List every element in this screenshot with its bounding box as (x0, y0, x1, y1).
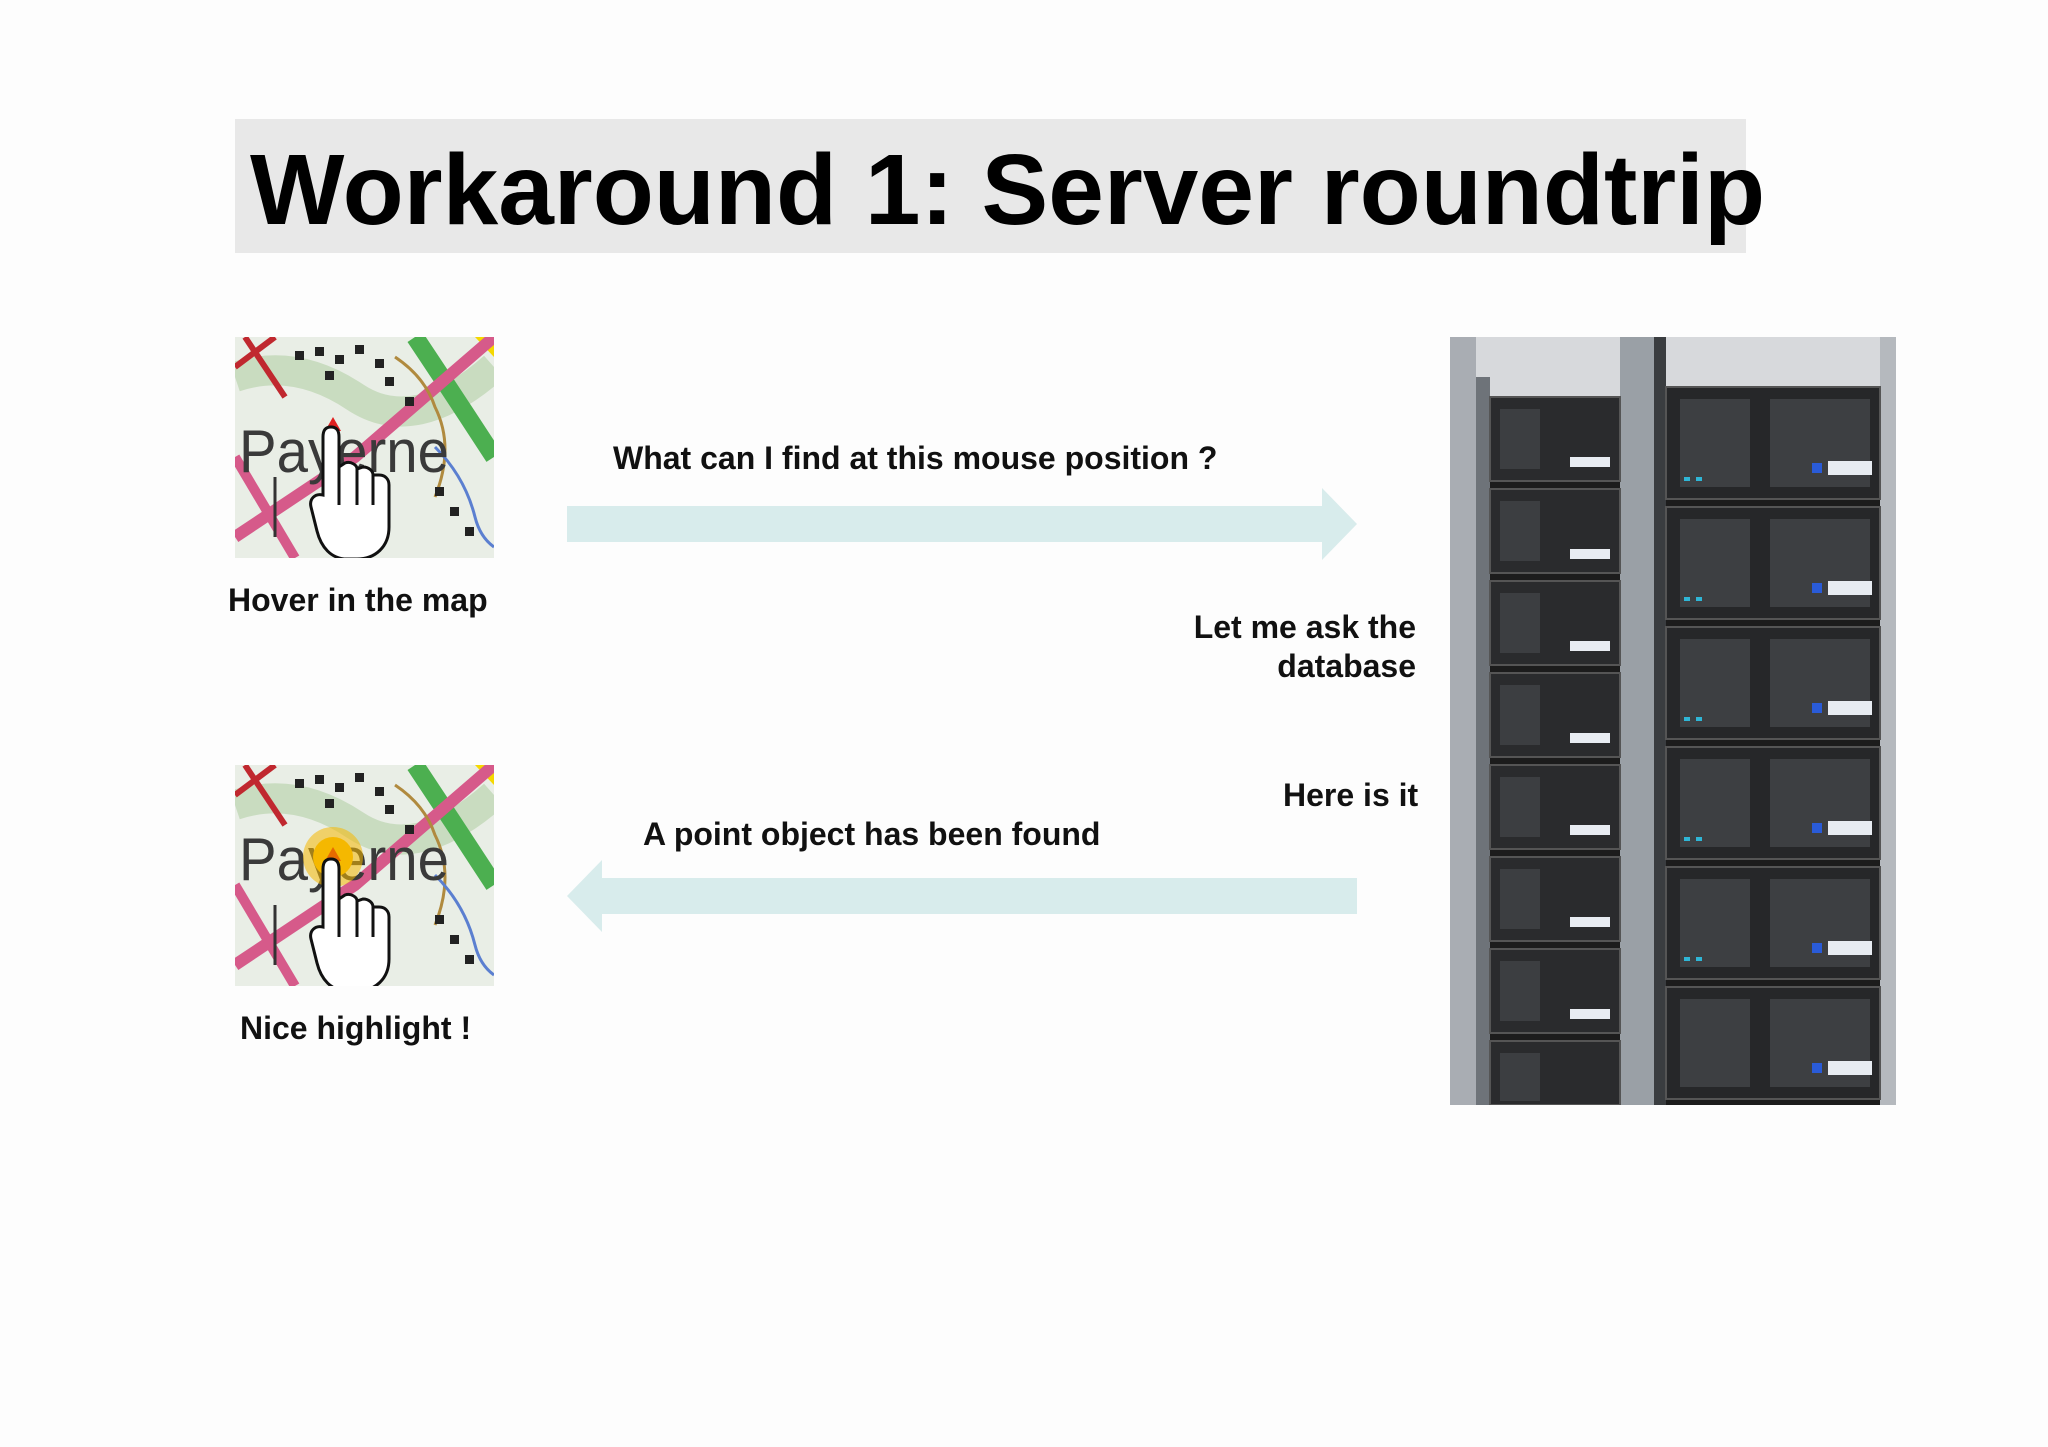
request-message: What can I find at this mouse position ? (613, 440, 1218, 476)
request-arrow (567, 488, 1357, 560)
hand-pointer-icon (309, 857, 391, 986)
server-reply-message: Here is it (1283, 777, 1419, 813)
response-arrow (567, 860, 1357, 932)
hover-caption: Hover in the map (228, 582, 488, 618)
hand-pointer-icon (309, 425, 391, 558)
slide-title: Workaround 1: Server roundtrip (250, 134, 1766, 246)
map-highlight-thumbnail: Payerne (235, 765, 494, 986)
server-thinking-message: Let me ask the database (1100, 608, 1416, 686)
title-background (235, 119, 1746, 253)
server-thinking-line-1: Let me ask the (1193, 609, 1416, 645)
response-message: A point object has been found (643, 816, 1101, 852)
server-rack-icon (1450, 337, 1896, 1105)
map-hover-thumbnail: Payerne (235, 337, 494, 558)
highlight-caption: Nice highlight ! (240, 1010, 472, 1046)
server-thinking-line-2: database (1277, 648, 1416, 684)
